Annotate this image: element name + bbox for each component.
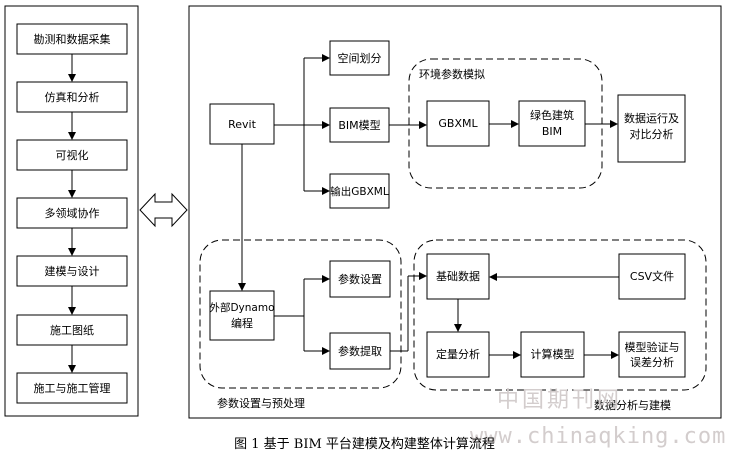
node-base-data: 基础数据: [426, 253, 490, 300]
left-step-7-label: 施工与施工管理: [34, 381, 111, 395]
node-calc-model: 计算模型: [520, 331, 585, 378]
node-base-data-label: 基础数据: [436, 269, 480, 283]
node-csv: CSV文件: [618, 253, 686, 300]
left-step-2: 仿真和分析: [16, 81, 128, 113]
node-revit: Revit: [209, 103, 275, 145]
left-panel-frame: [4, 5, 139, 417]
left-step-3: 可视化: [16, 139, 128, 171]
node-green-bim: 绿色建筑 BIM: [518, 100, 586, 147]
left-step-7: 施工与施工管理: [16, 372, 128, 404]
left-step-1: 勘测和数据采集: [16, 23, 128, 55]
node-dynamo-label-2: 编程: [231, 316, 253, 330]
node-csv-label: CSV文件: [630, 269, 674, 283]
left-step-6-label: 施工图纸: [50, 324, 94, 337]
node-dynamo-label-1: 外部Dynamo: [209, 301, 274, 314]
node-dynamo: 外部Dynamo 编程: [209, 290, 275, 341]
left-step-6: 施工图纸: [16, 314, 128, 346]
node-verify-label-1: 模型验证与: [625, 340, 680, 354]
node-param-extract: 参数提取: [329, 332, 391, 370]
bidirectional-arrow-icon: [139, 192, 188, 228]
node-export-gbxml-label: 输出GBXML: [330, 185, 389, 198]
left-step-5: 建模与设计: [16, 255, 128, 287]
left-step-5-label: 建模与设计: [45, 264, 100, 278]
node-quant: 定量分析: [426, 331, 490, 378]
node-green-bim-label-2: BIM: [542, 125, 562, 138]
group-env-sim-label: 环境参数模拟: [419, 67, 485, 81]
left-step-2-label: 仿真和分析: [45, 90, 100, 104]
left-step-4-label: 多领域协作: [45, 206, 100, 220]
group-data-analysis: [413, 239, 707, 391]
left-step-3-label: 可视化: [56, 148, 89, 162]
node-quant-label: 定量分析: [436, 347, 480, 361]
node-verify: 模型验证与 误差分析: [618, 331, 686, 378]
node-green-bim-label-1: 绿色建筑: [530, 108, 574, 122]
figure-caption: 图 1 基于 BIM 平台建模及构建整体计算流程: [234, 437, 495, 452]
group-param-pre-label: 参数设置与预处理: [217, 396, 305, 410]
right-panel-frame: [188, 5, 722, 419]
node-bim-model: BIM模型: [329, 107, 390, 143]
node-verify-label-2: 误差分析: [630, 355, 674, 369]
group-param-pre: [199, 239, 402, 389]
node-revit-label: Revit: [228, 118, 256, 131]
connectors: [238, 54, 619, 359]
node-space: 空间划分: [329, 40, 390, 76]
node-param-set-label: 参数设置: [338, 272, 382, 286]
left-step-1-label: 勘测和数据采集: [34, 32, 111, 46]
node-param-set: 参数设置: [329, 260, 391, 298]
node-bim-model-label: BIM模型: [338, 118, 380, 132]
node-result-label-2: 对比分析: [630, 127, 674, 141]
node-gbxml-label: GBXML: [438, 117, 478, 130]
node-export-gbxml: 输出GBXML: [329, 173, 390, 209]
node-param-extract-label: 参数提取: [338, 344, 382, 358]
node-gbxml: GBXML: [426, 100, 490, 147]
node-space-label: 空间划分: [338, 51, 382, 65]
left-step-4: 多领域协作: [16, 197, 128, 229]
node-result: 数据运行及 对比分析: [617, 94, 686, 163]
node-calc-model-label: 计算模型: [531, 347, 575, 361]
node-result-label-1: 数据运行及: [624, 111, 679, 125]
group-data-analysis-label: 数据分析与建模: [594, 398, 671, 412]
